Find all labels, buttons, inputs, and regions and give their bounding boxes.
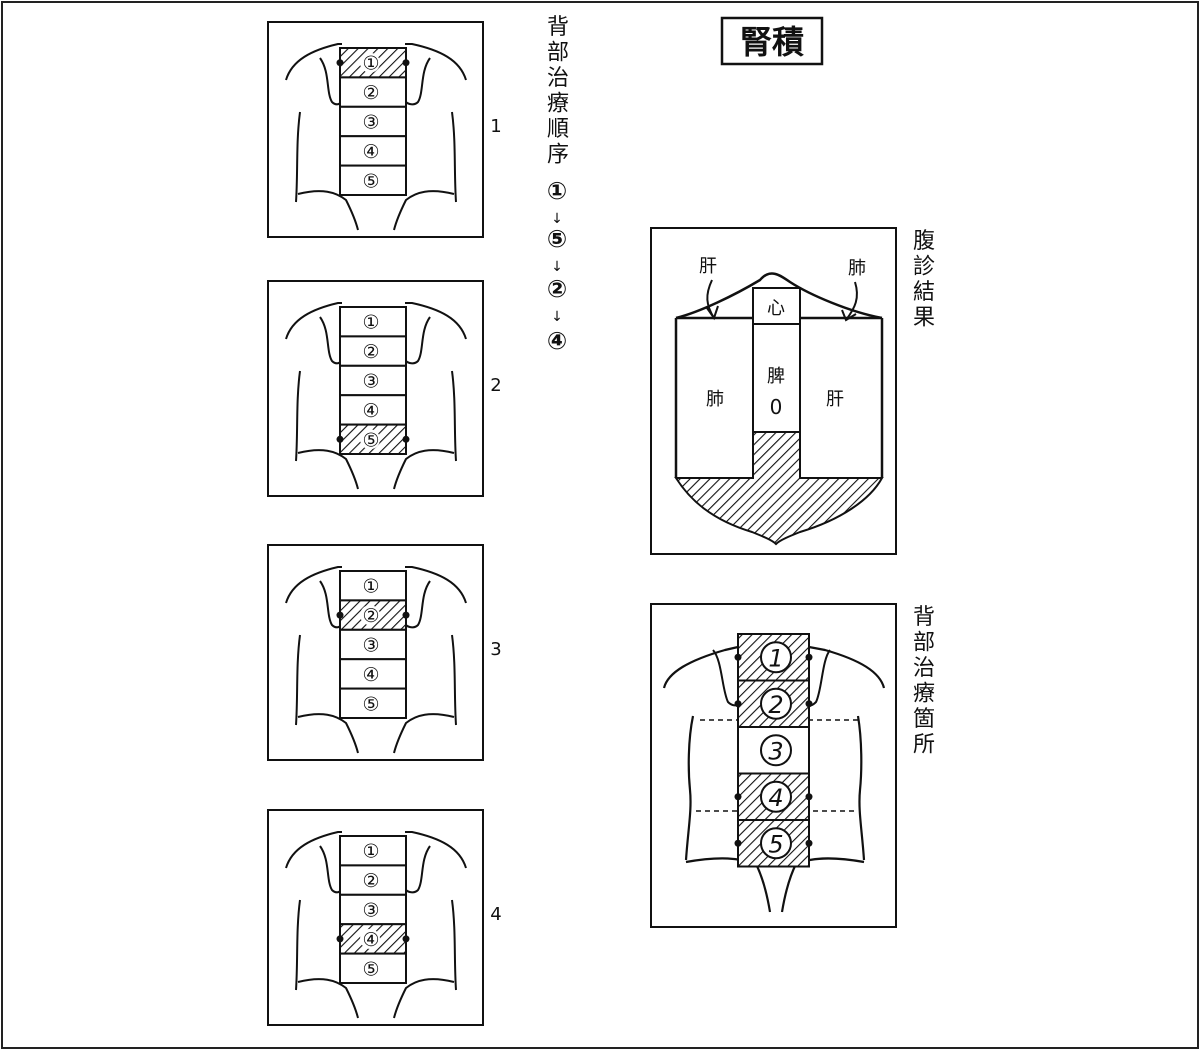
segment-label: ① <box>362 841 379 863</box>
back-points-column: 1 2 3 4 5 <box>734 633 813 868</box>
point-dot <box>805 839 813 847</box>
label-top-left: 肝 <box>699 256 717 277</box>
segment-label: ① <box>362 576 379 598</box>
spine-segment <box>339 864 407 896</box>
segment-label: ④ <box>362 664 379 686</box>
sequence-arrow: ↓ <box>551 211 563 227</box>
point-label: 2 <box>768 691 783 719</box>
back-panel: ① ② ③ ④ ⑤ 2 <box>267 280 502 497</box>
abdomen-heading: 腹診結果 <box>913 229 935 331</box>
segment-label: ② <box>362 870 379 892</box>
sequence-heading: 背部治療順序 <box>547 15 569 168</box>
point-dot <box>805 653 813 661</box>
segment-label: ④ <box>362 400 379 422</box>
sequence-arrow: ↓ <box>551 259 563 275</box>
sequence-steps: ①↓⑤↓②↓④ <box>547 177 567 355</box>
point-dot <box>734 653 742 661</box>
kidney-region <box>674 431 884 546</box>
panel-number: 1 <box>490 116 501 137</box>
point-dot <box>336 935 344 943</box>
segment-label: ③ <box>362 635 379 657</box>
spine-segment <box>339 76 407 108</box>
point-label: 4 <box>768 784 783 812</box>
segment-label: ⑤ <box>362 958 379 980</box>
chest-outline <box>675 272 883 320</box>
heart-box <box>752 287 801 325</box>
segment-label: ⑤ <box>362 429 379 451</box>
point-dot <box>734 700 742 708</box>
spine-segment <box>339 135 407 167</box>
segment-label: ② <box>362 605 379 627</box>
segment-label: ③ <box>362 900 379 922</box>
spine-segment <box>339 687 407 719</box>
label-heart: 心 <box>767 298 785 319</box>
panel-number: 3 <box>490 639 501 660</box>
spine-segment <box>339 952 407 984</box>
spine-segment <box>339 306 407 338</box>
back-panel: ① ② ③ ④ ⑤ 1 <box>267 21 502 238</box>
spine-segment <box>339 364 407 397</box>
back-points-heading: 背部治療箇所 <box>913 605 935 758</box>
sequence-column: 背部治療順序 ①↓⑤↓②↓④ <box>547 15 569 355</box>
panel-number: 4 <box>490 904 501 925</box>
label-spleen-value: 0 <box>770 395 783 419</box>
point-dot <box>402 59 410 67</box>
segment-label: ④ <box>362 141 379 163</box>
point-dot <box>336 611 344 619</box>
point-dot <box>402 935 410 943</box>
segment-label: ⑤ <box>362 170 379 192</box>
segment-label: ③ <box>362 112 379 134</box>
sequence-step: ① <box>547 177 567 205</box>
segment-label: ① <box>362 53 379 75</box>
spine-segment <box>339 835 407 867</box>
spine-segment <box>339 164 407 197</box>
sequence-step: ④ <box>547 327 567 355</box>
label-right-region: 肝 <box>826 389 844 410</box>
page-title: 腎積 <box>740 23 804 61</box>
segment-label: ② <box>362 341 379 363</box>
back-panel: ① ② ③ ④ ⑤ 4 <box>267 809 502 1026</box>
point-dot <box>805 700 813 708</box>
segment-label: ④ <box>362 929 379 951</box>
back-panel: ① ② ③ ④ ⑤ 3 <box>267 544 502 761</box>
segment-label: ① <box>362 312 379 334</box>
label-top-right: 肺 <box>848 258 866 279</box>
point-label: 3 <box>768 737 783 765</box>
point-dot <box>336 59 344 67</box>
point-dot <box>805 793 813 801</box>
abdomen-panel: 肝 肺 心 脾 0 肺 肝 腹診結果 <box>650 227 935 555</box>
segment-label: ⑤ <box>362 693 379 715</box>
point-dot <box>402 611 410 619</box>
point-dot <box>734 793 742 801</box>
back-points-panel: 1 2 3 4 5 背部治療箇所 <box>650 603 935 928</box>
point-label: 1 <box>768 644 783 672</box>
sequence-arrow: ↓ <box>551 309 563 325</box>
panel-number: 2 <box>490 375 501 396</box>
label-left-region: 肺 <box>706 389 724 410</box>
point-label: 5 <box>768 830 783 858</box>
point-dot <box>336 435 344 443</box>
back-panels: ① ② ③ ④ ⑤ 1 ① ② ③ ④ ⑤ 2 ① ② ③ ④ ⑤ 3 ① ② ③ ④ ⑤ 4 <box>267 21 502 1026</box>
segment-label: ③ <box>362 371 379 393</box>
segment-label: ② <box>362 82 379 104</box>
point-dot <box>402 435 410 443</box>
sequence-step: ② <box>547 275 567 303</box>
sequence-step: ⑤ <box>547 225 567 253</box>
label-spleen: 脾 <box>767 366 785 387</box>
spine-segment <box>339 628 407 661</box>
title-box: 腎積 <box>720 16 824 66</box>
point-dot <box>734 839 742 847</box>
